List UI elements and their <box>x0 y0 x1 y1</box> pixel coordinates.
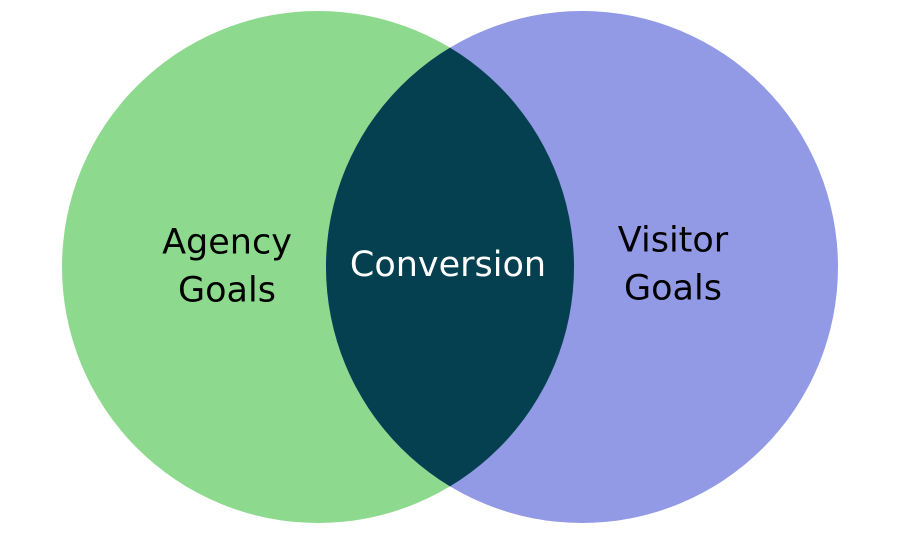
left-set-label: Agency Goals <box>162 222 292 310</box>
right-set-label: Visitor Goals <box>617 220 729 308</box>
intersection-region <box>326 11 574 523</box>
intersection-label: Conversion <box>349 245 547 286</box>
